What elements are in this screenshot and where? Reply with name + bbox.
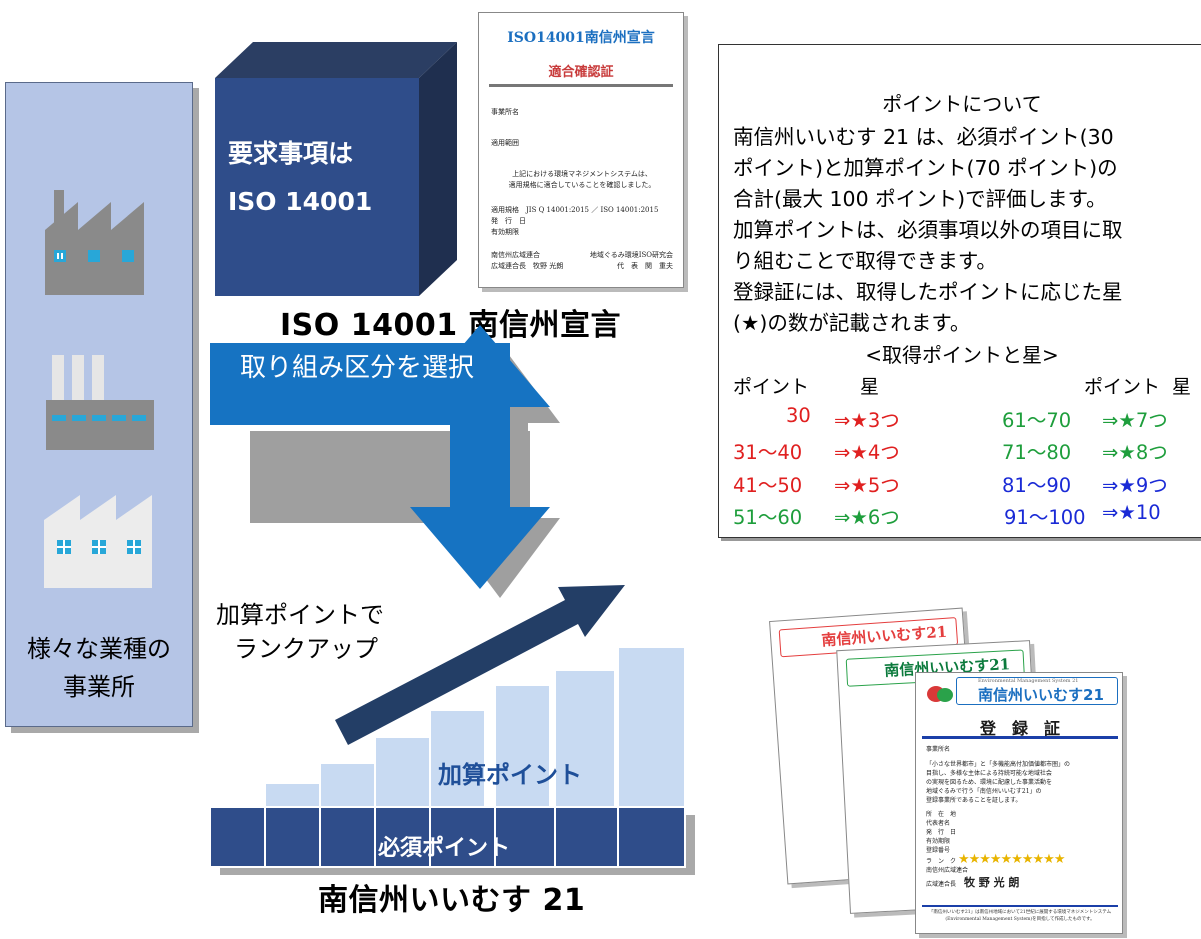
header-point-right: ポイント [1084,376,1161,398]
points-body-line: り組むことで取得できます。 [733,249,997,273]
double-arrow-icon [210,325,560,598]
iso-doc-body: 事業所名 適用範囲 上記における環境マネジメントシステムは、 適用規格に適合して… [491,107,673,272]
points-body-line: ポイント)と加算ポイント(70 ポイント)の [733,156,1118,180]
point-range: 41～50 [733,474,803,497]
point-range: 31～40 [733,441,803,464]
rankup-label: 加算ポイントで ランクアップ [216,598,384,666]
point-range: 71～80 [1002,441,1072,464]
cert-footer: 「南信州いいむす21」は南信州地域において21世紀に展開する環境マネジメントシス… [920,909,1120,923]
cert-line: 広域連合長 [926,881,957,888]
point-stars: ⇒★5つ [834,474,900,497]
iso-doc-line: 代 表 関 重夫 [617,262,673,270]
point-range: 91～100 [1004,506,1086,529]
iso-doc-line: 適用規格 JIS Q 14001:2015 ／ ISO 14001:2015 [491,206,659,214]
point-stars: ⇒★7つ [1102,409,1168,432]
cert-line: 代表者名 [926,820,951,827]
iso-caption: ISO 14001 南信州宣言 [280,308,622,343]
inmus-caption: 南信州いいむす 21 [318,883,586,918]
cert-footer-line: (Environmental Management System)を目指して作成… [945,917,1095,922]
iso-doc-line: 上記における環境マネジメントシステムは、 [512,170,652,178]
point-stars: ⇒★10 [1102,501,1161,524]
industry-label-line2: 事業所 [63,673,135,701]
point-range: 51～60 [733,506,803,529]
cert-brand: 南信州いいむす21 [978,686,1104,704]
point-stars: ⇒★3つ [834,409,900,432]
points-body-line: 登録証には、取得したポイントに応じた星 [733,280,1123,304]
iso-cube-text: 要求事項は ISO 14001 [228,130,372,226]
iso-doc-subtitle: 適合確認証 [548,65,614,80]
cert-line: 発 行 日 [926,829,957,836]
cert-line: 事業所名 [926,746,951,753]
iso-doc-line: 適用範囲 [491,139,519,147]
iso-doc-line: 南信州広域連合 [491,251,540,259]
cert-title: 登 録 証 [979,719,1060,738]
required-points-label: 必須ポイント [378,836,511,861]
points-title: ポイントについて [882,92,1042,116]
iso-cube-line2: ISO 14001 [228,187,373,216]
industry-label-line1: 様々な業種の [27,635,171,663]
additional-points-label: 加算ポイント [438,761,582,789]
cert-line: 登録番号 [926,847,951,854]
cert-line: 登録事業所であることを証します。 [926,797,1022,804]
cert-line: 目指し、多様な主体による持続可能な地域社会 [926,770,1052,777]
iso-doc-line: 広域連合長 牧野 光朗 [491,262,564,270]
points-info-box [718,44,1201,538]
points-body-line: 加算ポイントは、必須事項以外の項目に取 [733,218,1123,242]
plant-icon [46,355,154,450]
iso-doc-line: 地域ぐるみ環境ISO研究会 [589,251,673,259]
iso-cube-line1: 要求事項は [228,139,354,168]
cert-line: 南信州広域連合 [926,867,969,874]
point-stars: ⇒★8つ [1102,441,1168,464]
cert-brand-en: Environmental Management System 21 [978,678,1079,684]
cert-line: 有効期限 [926,838,951,845]
rankup-line2: ランクアップ [234,635,378,663]
cert-signer: 牧 野 光 朗 [963,876,1020,889]
iso-cube [215,42,457,296]
iso-doc-line: 適用規格に適合していることを確認しました。 [508,181,656,189]
cert-line: 「小さな世界都市」と「多機能高付加価値都市圏」の [926,761,1071,768]
header-star-right: 星 [1172,376,1192,398]
registration-certificate: Environmental Management System 21 南信州いい… [915,672,1123,934]
point-stars: ⇒★9つ [1102,474,1168,497]
iso-doc-title: ISO14001南信州宣言 [507,30,655,46]
step-bars [209,585,695,875]
cert-line: ラ ン ク [926,858,957,865]
header-point-left: ポイント [733,376,810,398]
cert-line: 所 在 地 [926,811,957,818]
point-stars: ⇒★6つ [834,506,900,529]
office-building-icon [44,495,152,588]
iso-doc-line: 発 行 日 [491,217,526,225]
iso-certificate-doc: ISO14001南信州宣言 適合確認証 事業所名 適用範囲 上記における環境マネ… [478,12,684,288]
points-description: 南信州いいむす 21 は、必須ポイント(30 ポイント)と加算ポイント(70 ポ… [733,122,1201,339]
cert-line: 地域ぐるみで行う「南信州いいむす21」の [926,788,1042,795]
point-range: 81～90 [1002,474,1072,497]
rankup-line1: 加算ポイントで [216,601,384,629]
points-body-line: 合計(最大 100 ポイント)で評価します。 [733,187,1107,211]
cert-body: 事業所名 「小さな世界都市」と「多機能高付加価値都市圏」の 目指し、多様な主体に… [926,745,1116,889]
point-range: 61～70 [1002,409,1072,432]
points-body-line: (★)の数が記載されます。 [733,311,971,335]
points-table-title: <取得ポイントと星> [865,343,1059,367]
logo-icon [927,686,953,702]
cert-line: の実現を図るため、環境に配慮した事業活動を [926,779,1053,786]
industry-label: 様々な業種の 事業所 [5,630,193,706]
header-star-left: 星 [860,376,880,398]
point-stars: ⇒★4つ [834,441,900,464]
iso-doc-line: 有効期限 [491,228,519,236]
select-category-label: 取り組み区分を選択 [240,353,475,383]
factory-icon [45,190,144,295]
points-body-line: 南信州いいむす 21 は、必須ポイント(30 [733,125,1114,149]
cert-footer-line: 「南信州いいむす21」は南信州地域において21世紀に展開する環境マネジメントシス… [928,910,1112,915]
iso-doc-line: 事業所名 [491,108,519,116]
point-range: 30 [786,404,811,427]
cert-stars: ★★★★★★★★★★ [957,852,1066,867]
